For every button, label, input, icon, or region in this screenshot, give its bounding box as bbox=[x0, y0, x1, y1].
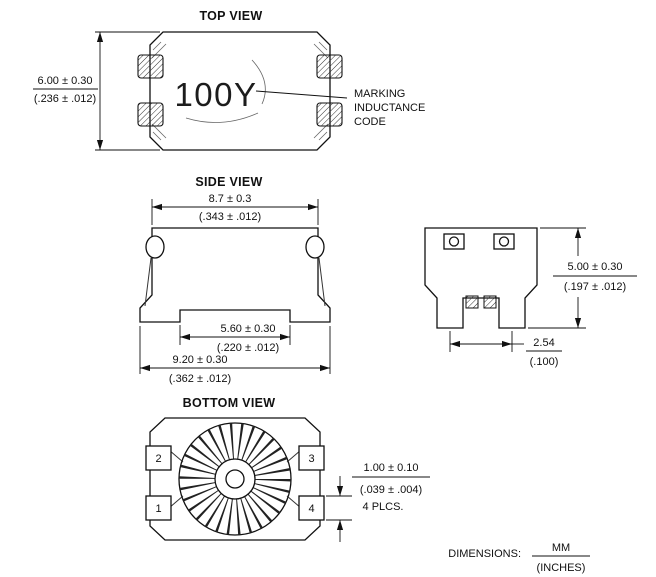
top-pad-lower-left bbox=[137, 102, 164, 127]
end-view: 5.00 ± 0.30 (.197 ± .012) 2.54 (.100) bbox=[424, 227, 637, 368]
dim-end-height-mm: 5.00 ± 0.30 bbox=[568, 261, 623, 273]
top-view: TOP VIEW 100Y 6.00 ± 0.30 (.236 ± .012) bbox=[33, 9, 425, 151]
top-pad-upper-right bbox=[316, 54, 343, 79]
lead-wire-left bbox=[144, 257, 152, 307]
dim-side-overall-width-inch: (.362 ± .012) bbox=[169, 373, 231, 385]
dim-side-body-width-mm: 8.7 ± 0.3 bbox=[209, 193, 252, 205]
side-lead-bump-left bbox=[145, 235, 165, 259]
dim-side-inner-span-mm: 5.60 ± 0.30 bbox=[221, 323, 276, 335]
side-view: SIDE VIEW 8.7 ± 0.3 (.343 ± .012) 5.60 ±… bbox=[139, 175, 331, 385]
dim-end-height-inch: (.197 ± .012) bbox=[564, 281, 626, 293]
dim-side-body-width-inch: (.343 ± .012) bbox=[199, 211, 261, 223]
dim-lead-pitch-mm: 2.54 bbox=[533, 337, 554, 349]
dim-pad-size-mm: 1.00 ± 0.10 bbox=[364, 462, 419, 474]
corner-shading-lines bbox=[151, 41, 329, 141]
dim-pad-size: 1.00 ± 0.10 (.039 ± .004) 4 PLCS. bbox=[326, 462, 430, 542]
top-pad-upper-left bbox=[137, 54, 164, 79]
dim-top-height: 6.00 ± 0.30 (.236 ± .012) bbox=[33, 31, 160, 151]
legend-label: DIMENSIONS: bbox=[448, 548, 521, 560]
dim-side-overall-width-mm: 9.20 ± 0.30 bbox=[173, 354, 228, 366]
pad-4 bbox=[298, 495, 325, 521]
dim-lead-pitch: 2.54 (.100) bbox=[449, 331, 562, 368]
side-view-body bbox=[139, 227, 331, 323]
pad-3 bbox=[298, 445, 325, 471]
marking-note-line3: CODE bbox=[354, 116, 386, 128]
end-wire-nub-left bbox=[465, 295, 479, 309]
leader-line bbox=[255, 90, 348, 99]
end-wire-section-left bbox=[448, 236, 460, 247]
dim-end-height: 5.00 ± 0.30 (.197 ± .012) bbox=[528, 227, 637, 329]
terminal-pads: 2 3 1 4 bbox=[145, 445, 325, 521]
marking-callout: MARKING INDUCTANCE CODE bbox=[255, 88, 425, 128]
dim-side-inner-span: 5.60 ± 0.30 (.220 ± .012) bbox=[179, 323, 291, 354]
pad-3-number: 3 bbox=[308, 453, 314, 465]
dim-pad-size-inch: (.039 ± .004) bbox=[360, 484, 422, 496]
marking-note-line1: MARKING bbox=[354, 88, 405, 100]
dim-lead-pitch-inch: (.100) bbox=[530, 356, 559, 368]
dim-pad-size-note: 4 PLCS. bbox=[363, 501, 404, 513]
coil-windings bbox=[179, 423, 291, 535]
pad-1 bbox=[145, 495, 172, 521]
marking-note-line2: INDUCTANCE bbox=[354, 102, 425, 114]
toroid-coil bbox=[178, 422, 292, 536]
top-view-title: TOP VIEW bbox=[199, 9, 262, 23]
pad-1-number: 1 bbox=[155, 503, 161, 515]
dim-top-height-mm: 6.00 ± 0.30 bbox=[38, 75, 93, 87]
bottom-view: BOTTOM VIEW 2 3 1 4 bbox=[145, 396, 430, 542]
dim-side-inner-span-inch: (.220 ± .012) bbox=[217, 342, 279, 354]
top-pad-lower-right bbox=[316, 102, 343, 127]
pad-2 bbox=[145, 445, 172, 471]
end-wire-nub-right bbox=[483, 295, 497, 309]
pad-4-number: 4 bbox=[308, 503, 314, 515]
bottom-view-title: BOTTOM VIEW bbox=[183, 396, 276, 410]
dim-top-height-inch: (.236 ± .012) bbox=[34, 93, 96, 105]
side-lead-bump-right bbox=[305, 235, 325, 259]
inductance-code-marking: 100Y bbox=[174, 76, 257, 113]
units-legend: DIMENSIONS: MM (INCHES) bbox=[448, 542, 590, 574]
dim-side-overall-width: 9.20 ± 0.30 (.362 ± .012) bbox=[139, 326, 331, 385]
legend-inches: (INCHES) bbox=[537, 562, 586, 574]
end-wire-section-right bbox=[498, 236, 510, 247]
lead-wire-right bbox=[318, 257, 326, 307]
dim-side-body-width: 8.7 ± 0.3 (.343 ± .012) bbox=[151, 193, 319, 225]
coil-center-hole bbox=[225, 469, 245, 489]
pad-2-number: 2 bbox=[155, 453, 161, 465]
side-view-title: SIDE VIEW bbox=[195, 175, 262, 189]
end-view-body bbox=[424, 227, 538, 329]
legend-mm: MM bbox=[552, 542, 570, 554]
